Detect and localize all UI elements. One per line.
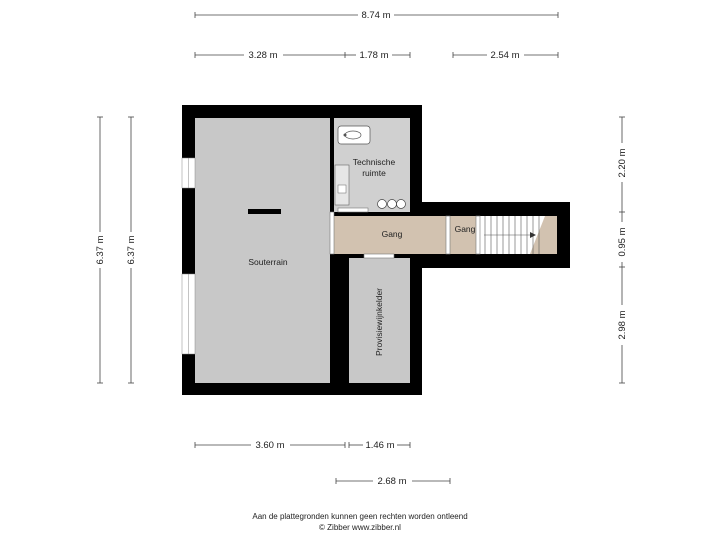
door-frames (329, 207, 481, 259)
sink-icon (337, 125, 371, 145)
dim-left-outer: 6.37 m (95, 235, 106, 264)
room-provisiewijnkelder (349, 258, 410, 383)
dim-right-bottom: 2.98 m (617, 310, 628, 339)
stair-arrow-icon (530, 232, 536, 238)
dim-bottom-wide: 2.68 m (377, 476, 406, 487)
dim-top-mid: 1.78 m (359, 50, 388, 61)
label-gang-main: Gang (382, 229, 403, 239)
footer-copyright: © Zibber www.zibber.nl (319, 523, 401, 532)
beam-marker (248, 209, 281, 214)
dimension-lines (97, 12, 625, 484)
label-provisiewijnkelder: Provisiewijnkelder (374, 288, 384, 356)
boiler-icon (377, 199, 406, 209)
room-gang-main (334, 216, 446, 254)
dim-right-mid: 0.95 m (617, 227, 628, 256)
dim-bottom-left: 3.60 m (255, 440, 284, 451)
footer-disclaimer: Aan de plattegronden kunnen geen rechten… (252, 512, 468, 521)
counter-icon (334, 164, 350, 206)
dim-bottom-mid: 1.46 m (365, 440, 394, 451)
stairs-landing (530, 216, 557, 254)
interior-wall (330, 118, 334, 208)
room-souterrain (195, 118, 330, 383)
label-gang-small: Gang (455, 224, 476, 234)
label-souterrain: Souterrain (248, 257, 287, 267)
dim-top-left: 3.28 m (248, 50, 277, 61)
label-technische-line1: Technische (353, 157, 396, 167)
windows (181, 157, 196, 355)
dim-top-total: 8.74 m (361, 10, 390, 21)
dim-right-top: 2.20 m (617, 148, 628, 177)
dim-top-right: 2.54 m (490, 50, 519, 61)
stair-treads (484, 216, 540, 254)
room-gang-small (450, 216, 480, 254)
interior-wall-low (330, 254, 349, 383)
label-technische-line2: ruimte (362, 168, 386, 178)
dim-left-inner: 6.37 m (126, 235, 137, 264)
